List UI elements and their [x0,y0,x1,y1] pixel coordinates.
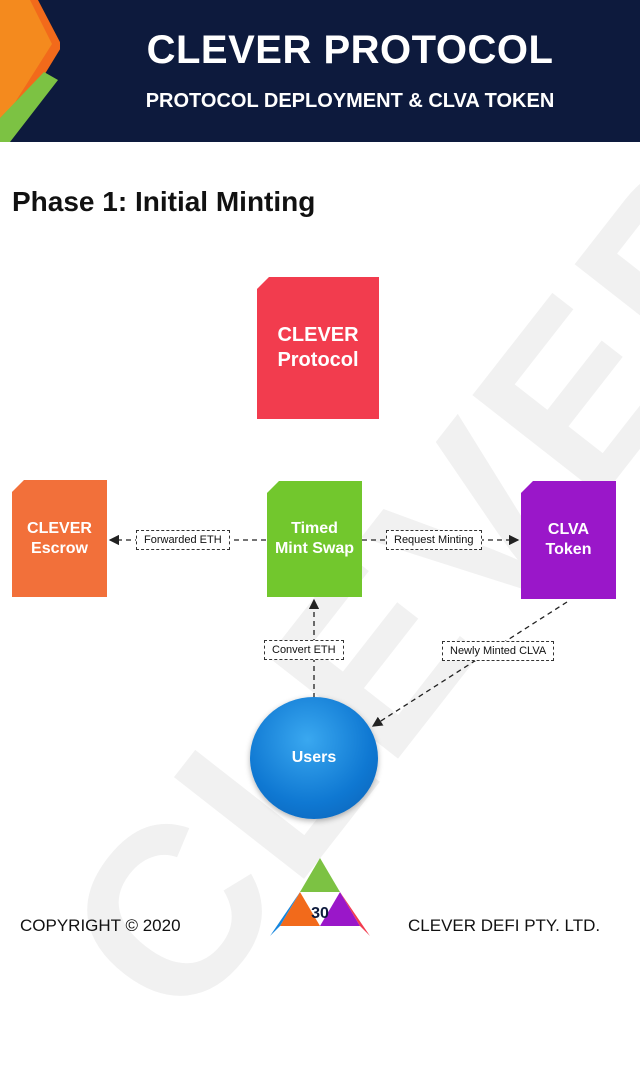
phase-title: Phase 1: Initial Minting [12,186,316,217]
node-clva-token-label: CLVA Token [545,521,592,558]
header-banner: CLEVER PROTOCOL PROTOCOL DEPLOYMENT & CL… [0,0,640,142]
header-title: CLEVER PROTOCOL [146,28,554,72]
header-subtitle: PROTOCOL DEPLOYMENT & CLVA TOKEN [145,90,555,112]
node-users-label: Users [291,749,337,766]
node-clever-protocol-label: CLEVER Protocol [277,324,359,371]
edge-label-newly-minted-clva: Newly Minted CLVA [442,641,555,661]
node-timed-mint-swap: Timed Mint Swap [267,481,362,597]
footer-company: CLEVER DEFI PTY. LTD. [408,916,601,935]
node-timed-mint-swap-label: Timed Mint Swap [274,520,355,557]
node-clever-escrow: CLEVER Escrow [12,480,107,597]
node-clva-token: CLVA Token [521,481,616,599]
footer-copyright: COPYRIGHT © 2020 [20,916,181,935]
header-accent-shape [0,0,60,142]
node-clever-escrow-label: CLEVER Escrow [27,519,92,557]
edge-label-forwarded-eth: Forwarded ETH [136,530,230,550]
node-users: Users [250,697,378,819]
edge-newly-minted [371,601,568,727]
node-clever-protocol: CLEVER Protocol [257,277,379,419]
edge-label-convert-eth: Convert ETH [264,640,344,660]
logo-number: 30 [311,905,329,922]
clever-logo-icon: 30 [270,858,370,936]
edge-label-request-minting: Request Minting [386,530,482,550]
